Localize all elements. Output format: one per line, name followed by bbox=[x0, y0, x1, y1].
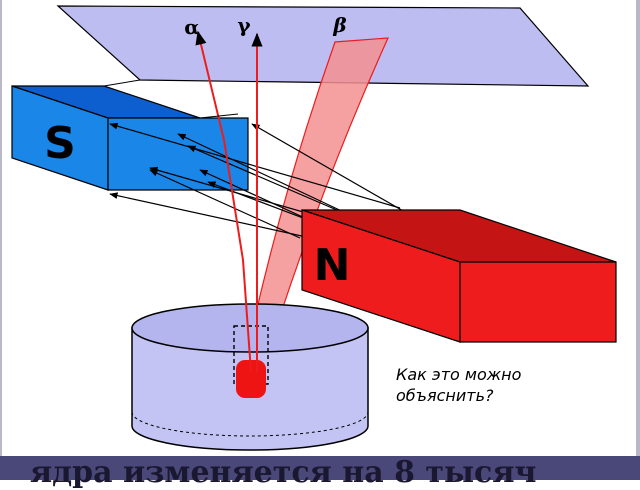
radiation-deflection-diagram: S N α γ β bbox=[11, 5, 617, 451]
south-magnet: S bbox=[11, 85, 249, 191]
beta-label: β bbox=[332, 13, 346, 37]
left-frame-edge bbox=[0, 0, 2, 456]
question-line-2: объяснить? bbox=[396, 386, 494, 405]
projection-lines bbox=[103, 79, 239, 119]
pole-label-north: N bbox=[314, 240, 351, 291]
question-line-1: Как это можно bbox=[396, 365, 522, 384]
question-text: Как это можно объяснить? bbox=[396, 364, 596, 406]
right-frame-edge bbox=[636, 0, 640, 456]
gamma-label: γ bbox=[237, 13, 251, 37]
beta-beam bbox=[242, 37, 389, 373]
bottom-band bbox=[0, 456, 640, 480]
screen-plane bbox=[56, 5, 590, 87]
north-magnet: N bbox=[301, 209, 617, 343]
pole-label-south: S bbox=[44, 118, 76, 169]
alpha-label: α bbox=[184, 15, 199, 39]
alpha-ray bbox=[195, 30, 252, 373]
bottom-band-text: ядра изменяется на 8 тысяч bbox=[30, 455, 537, 490]
radioactive-source bbox=[236, 360, 266, 398]
container bbox=[131, 303, 369, 451]
